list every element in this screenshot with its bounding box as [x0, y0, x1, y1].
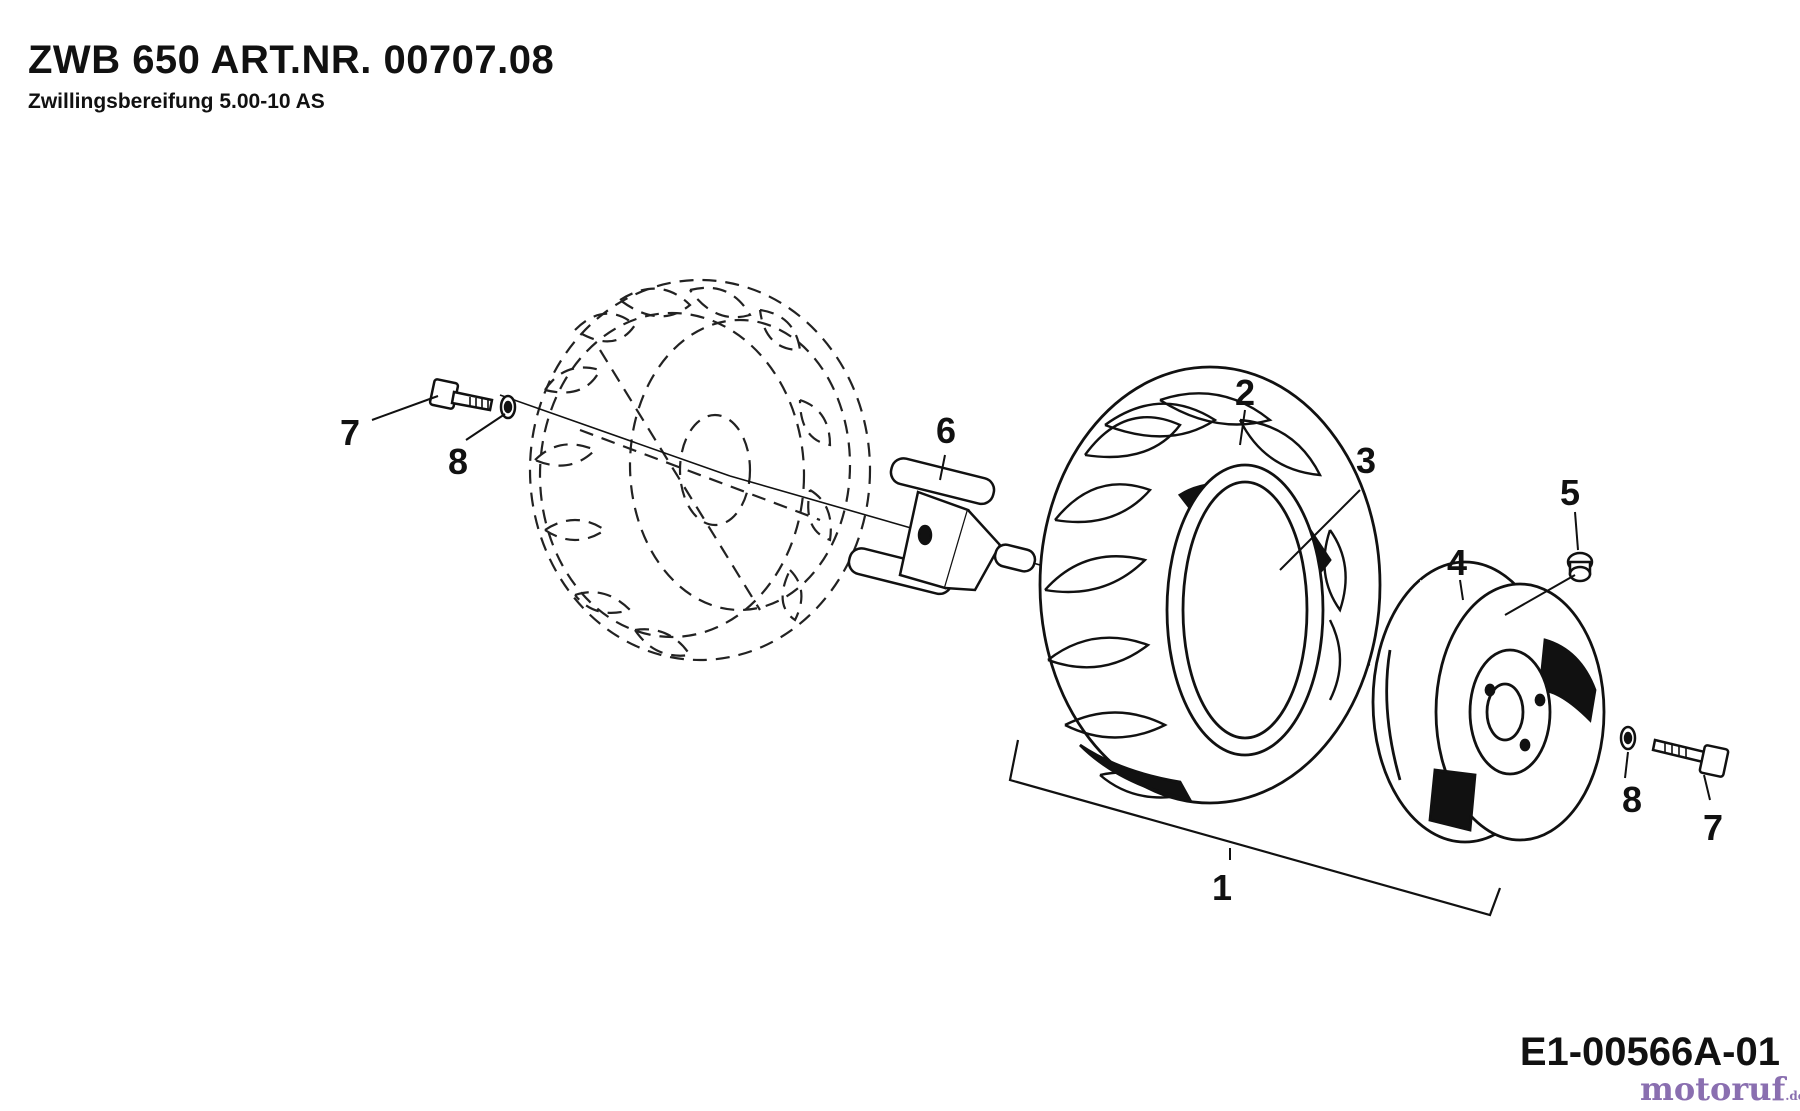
watermark-text: motoruf [1640, 1070, 1786, 1108]
callout-8-right: 8 [1622, 779, 1642, 820]
right-bolt-part-7 [1651, 738, 1730, 778]
assembly-bracket-part-1 [1008, 739, 1502, 917]
callout-8-left: 8 [448, 441, 468, 482]
left-bolt-part-7 [428, 378, 494, 412]
left-washer-part-8 [499, 394, 517, 420]
callout-1: 1 [1212, 867, 1232, 908]
spacer-bracket-part-6 [847, 457, 1037, 596]
watermark-suffix: .de [1785, 1089, 1800, 1103]
callout-2: 2 [1235, 372, 1255, 413]
leader-lines [371, 395, 1711, 860]
tyre-part-2 [1038, 365, 1382, 805]
page-subtitle: Zwillingsbereifung 5.00-10 AS [28, 90, 325, 113]
valve-part-5 [1566, 551, 1594, 583]
callout-7-right: 7 [1703, 807, 1723, 848]
right-washer-part-8 [1619, 725, 1637, 751]
callout-5: 5 [1560, 472, 1580, 513]
ghost-twin-wheel [528, 278, 872, 662]
callout-6: 6 [936, 410, 956, 451]
rim-part-4 [1371, 560, 1606, 844]
watermark-logo: motoruf.de [1640, 1070, 1800, 1108]
callout-3: 3 [1356, 440, 1376, 481]
callout-7-left: 7 [340, 412, 360, 453]
callout-4: 4 [1447, 542, 1467, 583]
drawing-number: E1-00566A-01 [1519, 1030, 1780, 1074]
page-title: ZWB 650 ART.NR. 00707.08 [28, 38, 555, 82]
